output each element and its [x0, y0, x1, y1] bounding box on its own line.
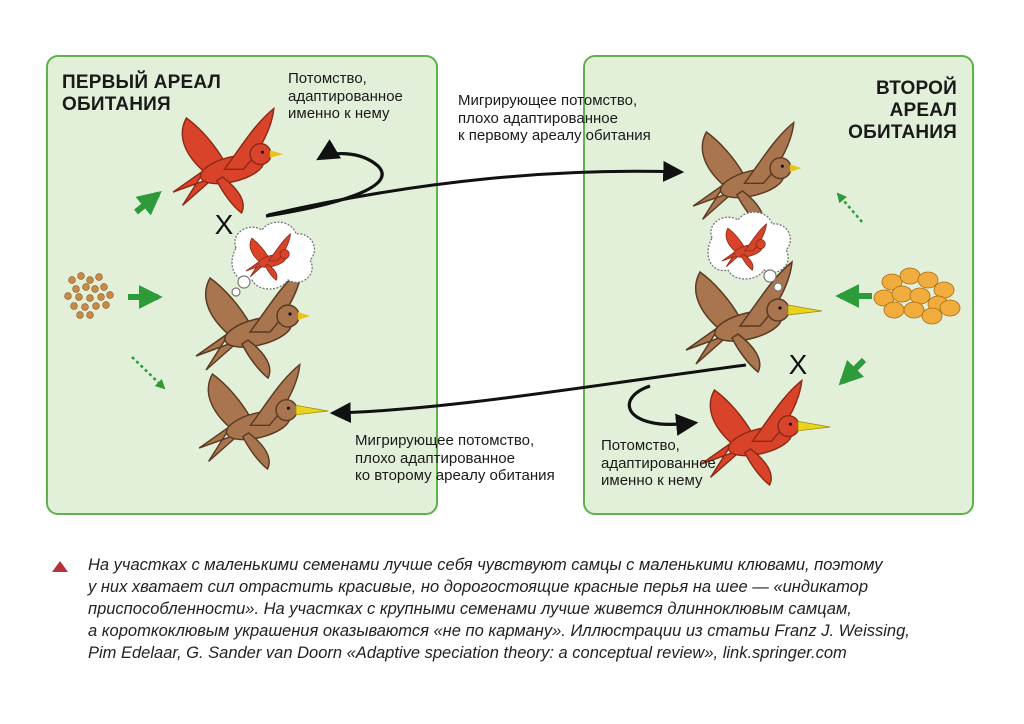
- green-arrow-icon: [838, 357, 867, 386]
- label-line: Мигрирующее потомство,: [458, 92, 638, 109]
- offspring-arrow-right-icon: [627, 384, 699, 436]
- label-line: к первому ареалу обитания: [458, 127, 651, 144]
- label-top-migrating: Мигрирующее потомство, плохо адаптирован…: [458, 92, 651, 145]
- label-line: ко второму ареалу обитания: [355, 467, 555, 484]
- label-line: адаптированное: [288, 87, 403, 105]
- label-line: Потомство,: [288, 70, 367, 87]
- caption-line: На участках с маленькими семенами лучше …: [88, 556, 883, 574]
- dotted-green-arrow-icon: [836, 192, 863, 223]
- thought-bubble-icon: [707, 211, 791, 292]
- left-panel-title: ПЕРВЫЙ АРЕАЛ ОБИТАНИЯ: [62, 72, 221, 116]
- cross-mark-left: X: [215, 209, 234, 240]
- offspring-arrow-left-icon: [265, 139, 384, 218]
- caption-line: у них хватает сил отрастить красивые, но…: [88, 578, 868, 596]
- left-title-line2: ОБИТАНИЯ: [62, 94, 171, 115]
- label-line: именно к нему: [601, 472, 703, 489]
- caption-marker-icon: [52, 561, 68, 572]
- long-beak-bird-icon: [198, 363, 329, 470]
- label-line: именно к нему: [288, 105, 390, 122]
- label-right-offspring: Потомство, адаптированное именно к нему: [601, 437, 716, 490]
- brown-bird-icon: [692, 121, 802, 228]
- label-line: Потомство,: [601, 437, 680, 454]
- thought-bubble-icon: [231, 221, 315, 297]
- label-line: плохо адаптированное: [355, 449, 515, 467]
- label-line: адаптированное: [601, 454, 716, 472]
- red-bird-icon: [172, 107, 284, 214]
- left-title-line1: ПЕРВЫЙ АРЕАЛ: [62, 72, 222, 93]
- right-title-line1: ВТОРОЙ АРЕАЛ: [876, 78, 957, 121]
- caption-line: приспособленности». На участках с крупны…: [88, 600, 852, 618]
- dotted-green-arrow-icon: [131, 356, 166, 390]
- large-seeds-icon: [873, 267, 961, 325]
- caption-line: а короткоклювым украшения оказываются «н…: [88, 622, 910, 640]
- label-line: плохо адаптированное: [458, 109, 618, 127]
- small-seeds-icon: [64, 272, 114, 319]
- label-line: Мигрирующее потомство,: [355, 432, 535, 449]
- right-panel-title: ВТОРОЙ АРЕАЛ ОБИТАНИЯ: [805, 78, 957, 144]
- cross-mark-right: X: [789, 349, 808, 380]
- label-left-offspring: Потомство, адаптированное именно к нему: [288, 70, 403, 123]
- migration-arrow-top-icon: [267, 160, 685, 217]
- brown-bird-icon: [195, 267, 310, 379]
- label-bottom-migrating: Мигрирующее потомство, плохо адаптирован…: [355, 432, 555, 485]
- caption-line: Pim Edelaar, G. Sander van Doorn «Adapti…: [88, 644, 847, 662]
- red-long-beak-bird-icon: [700, 379, 831, 486]
- green-arrow-icon: [134, 190, 162, 216]
- migration-arrow-bottom-icon: [329, 363, 747, 424]
- figure-caption: На участках с маленькими семенами лучше …: [88, 554, 988, 664]
- long-beak-bird-icon: [685, 261, 823, 373]
- right-title-line2: ОБИТАНИЯ: [848, 122, 957, 143]
